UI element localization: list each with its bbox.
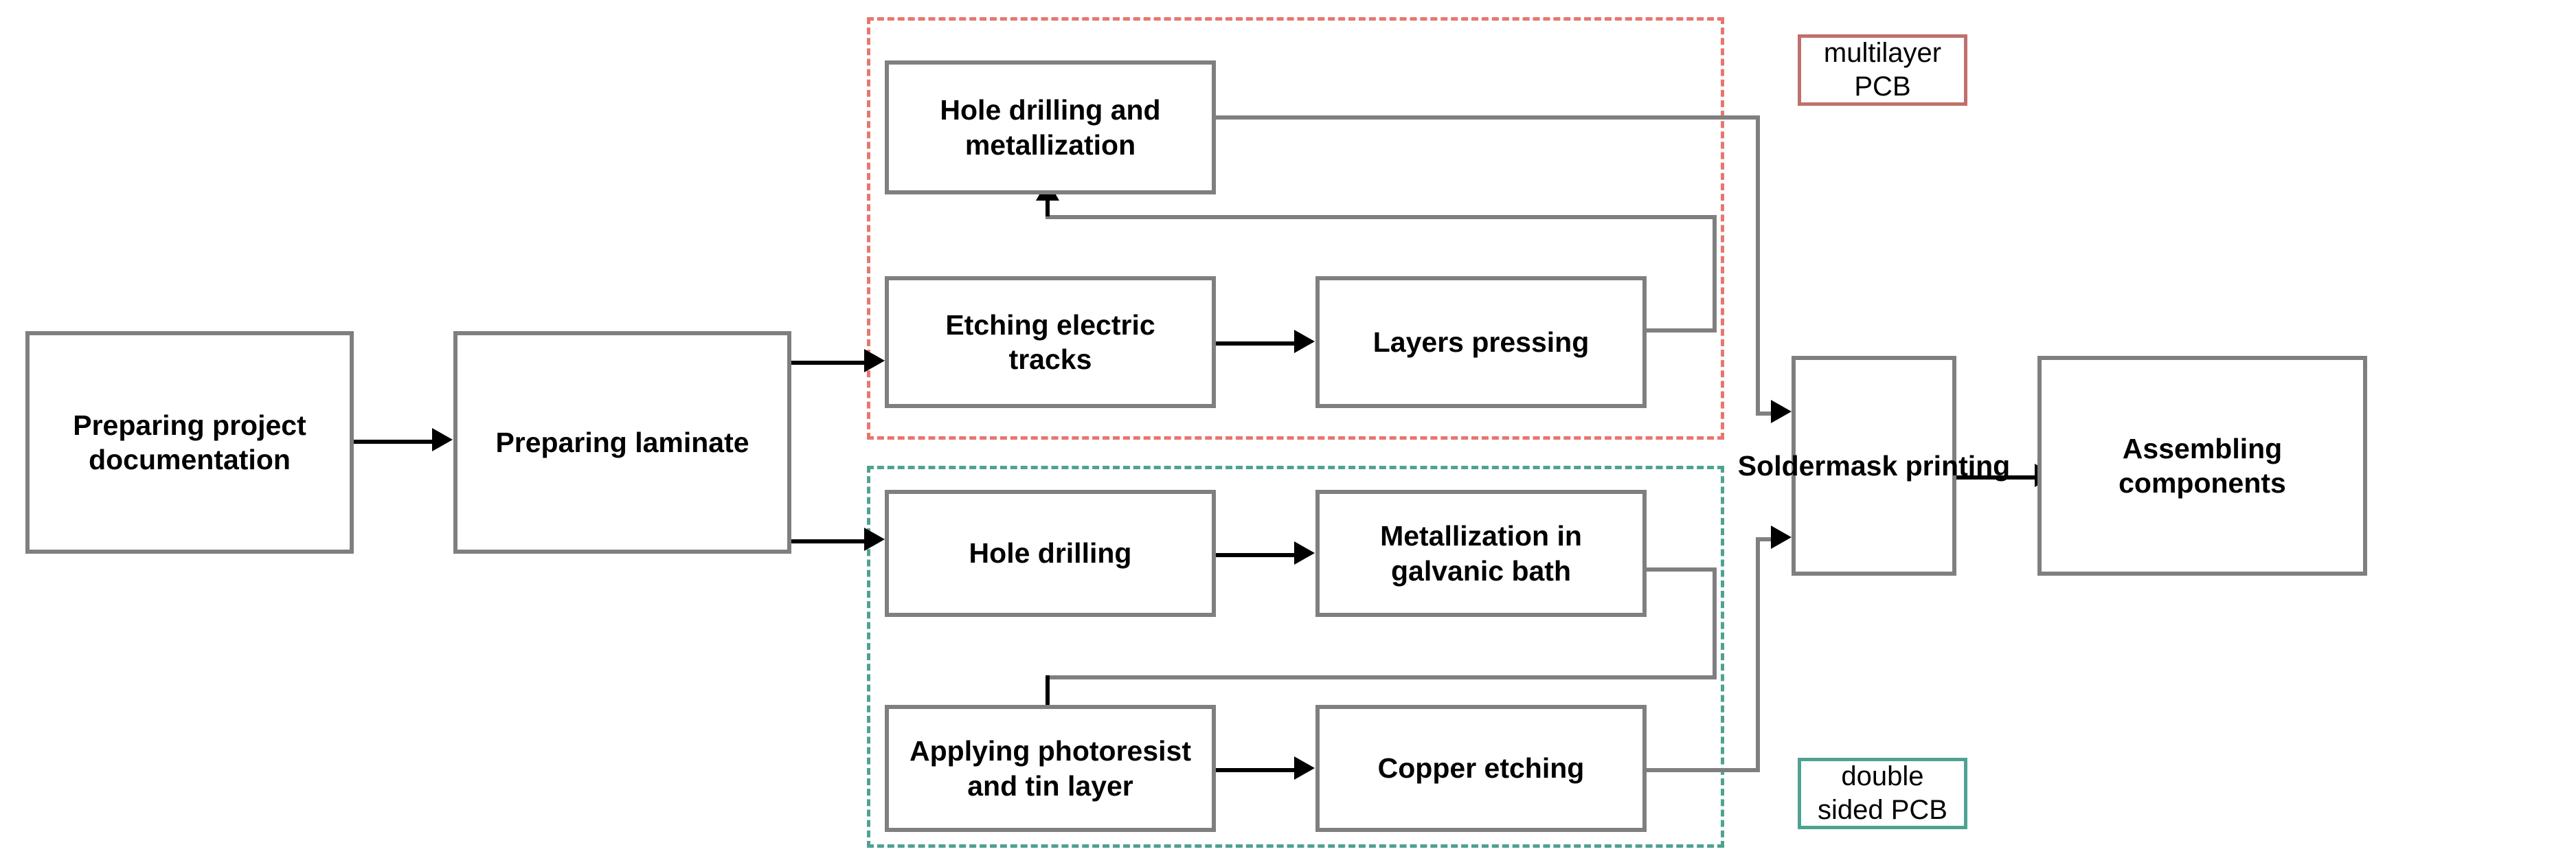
- region-multilayer-pcb: [867, 17, 1724, 440]
- edge-layers-pressing-seg-up: [1713, 215, 1717, 333]
- node-etching-electric-tracks[interactable]: Etching electric tracks: [885, 276, 1216, 408]
- node-label-applying-photoresist-and-tin-layer: Applying photoresist and tin layer: [909, 735, 1191, 802]
- arrowhead-etching-tracks: [864, 349, 885, 372]
- node-metallization-in-galvanic-bath[interactable]: Metallization in galvanic bath: [1315, 490, 1647, 617]
- node-preparing-laminate[interactable]: Preparing laminate: [453, 331, 791, 554]
- edge-prep-doc-to-laminate: [352, 440, 433, 444]
- node-label-hole-drilling: Hole drilling: [969, 537, 1132, 570]
- arrowhead-soldermask-top: [1771, 400, 1792, 423]
- edge-galvanic-seg-left: [1046, 675, 1717, 679]
- legend-multilayer-label: multilayer PCB: [1823, 38, 1942, 102]
- node-hole-drilling-and-metallization[interactable]: Hole drilling and metallization: [885, 60, 1216, 194]
- edge-copper-etching-seg-up: [1756, 537, 1760, 772]
- arrowhead-prep-laminate: [432, 428, 453, 451]
- legend-double-sided-pcb: double sided PCB: [1798, 758, 1967, 829]
- node-label-assembling-components: Assembling components: [2119, 432, 2286, 499]
- arrowhead-metallization-galvanic: [1294, 541, 1315, 565]
- node-assembling-components[interactable]: Assembling components: [2037, 356, 2367, 576]
- edge-soldermask-to-assembling: [1956, 475, 2037, 480]
- node-layers-pressing[interactable]: Layers pressing: [1315, 276, 1647, 408]
- node-applying-photoresist-and-tin-layer[interactable]: Applying photoresist and tin layer: [885, 705, 1216, 832]
- legend-double-sided-label: double sided PCB: [1818, 761, 1947, 825]
- node-label-preparing-project-documentation: Preparing project documentation: [73, 409, 306, 475]
- edge-hole-drilling-to-galvanic: [1214, 553, 1296, 557]
- edge-photoresist-to-copper-etching: [1214, 768, 1296, 772]
- arrowhead-copper-etching: [1294, 756, 1315, 780]
- edge-laminate-to-hole-drilling: [790, 539, 872, 543]
- node-label-copper-etching: Copper etching: [1377, 752, 1585, 785]
- edge-galvanic-seg-right: [1645, 567, 1717, 572]
- node-label-metallization-in-galvanic-bath: Metallization in galvanic bath: [1380, 520, 1582, 587]
- node-label-hole-drilling-and-metallization: Hole drilling and metallization: [940, 94, 1161, 161]
- legend-multilayer-pcb: multilayer PCB: [1798, 34, 1967, 106]
- arrowhead-layers-pressing: [1294, 330, 1315, 353]
- node-preparing-project-documentation[interactable]: Preparing project documentation: [25, 331, 354, 554]
- edge-hole-drill-met-seg-into-soldermask: [1756, 412, 1774, 416]
- edge-laminate-to-etching: [790, 361, 872, 365]
- node-label-etching-electric-tracks: Etching electric tracks: [945, 308, 1155, 375]
- arrowhead-soldermask-bottom: [1771, 526, 1792, 549]
- edge-galvanic-seg-down2: [1046, 675, 1050, 715]
- edge-hole-drill-met-seg-down: [1756, 115, 1760, 416]
- node-label-soldermask-printing: Soldermask printing: [1737, 449, 2011, 482]
- region-double-sided-pcb: [867, 466, 1724, 848]
- arrowhead-hole-drilling: [864, 528, 885, 551]
- node-hole-drilling[interactable]: Hole drilling: [885, 490, 1216, 617]
- edge-galvanic-seg-down: [1713, 567, 1717, 679]
- edge-copper-etching-seg-into-soldermask: [1756, 537, 1774, 541]
- node-copper-etching[interactable]: Copper etching: [1315, 705, 1647, 832]
- edge-to-hole-drill-met-vertical: [1046, 196, 1050, 216]
- node-soldermask-printing[interactable]: Soldermask printing: [1738, 356, 2010, 576]
- edge-layers-pressing-seg-left: [1046, 215, 1717, 219]
- edge-copper-etching-seg-right: [1645, 768, 1760, 772]
- node-label-preparing-laminate: Preparing laminate: [495, 426, 749, 458]
- node-label-layers-pressing: Layers pressing: [1372, 326, 1590, 358]
- edge-etching-to-layers-pressing: [1214, 341, 1296, 346]
- edge-hole-drill-met-seg-right: [1214, 115, 1760, 120]
- edge-layers-pressing-seg-right: [1645, 328, 1717, 333]
